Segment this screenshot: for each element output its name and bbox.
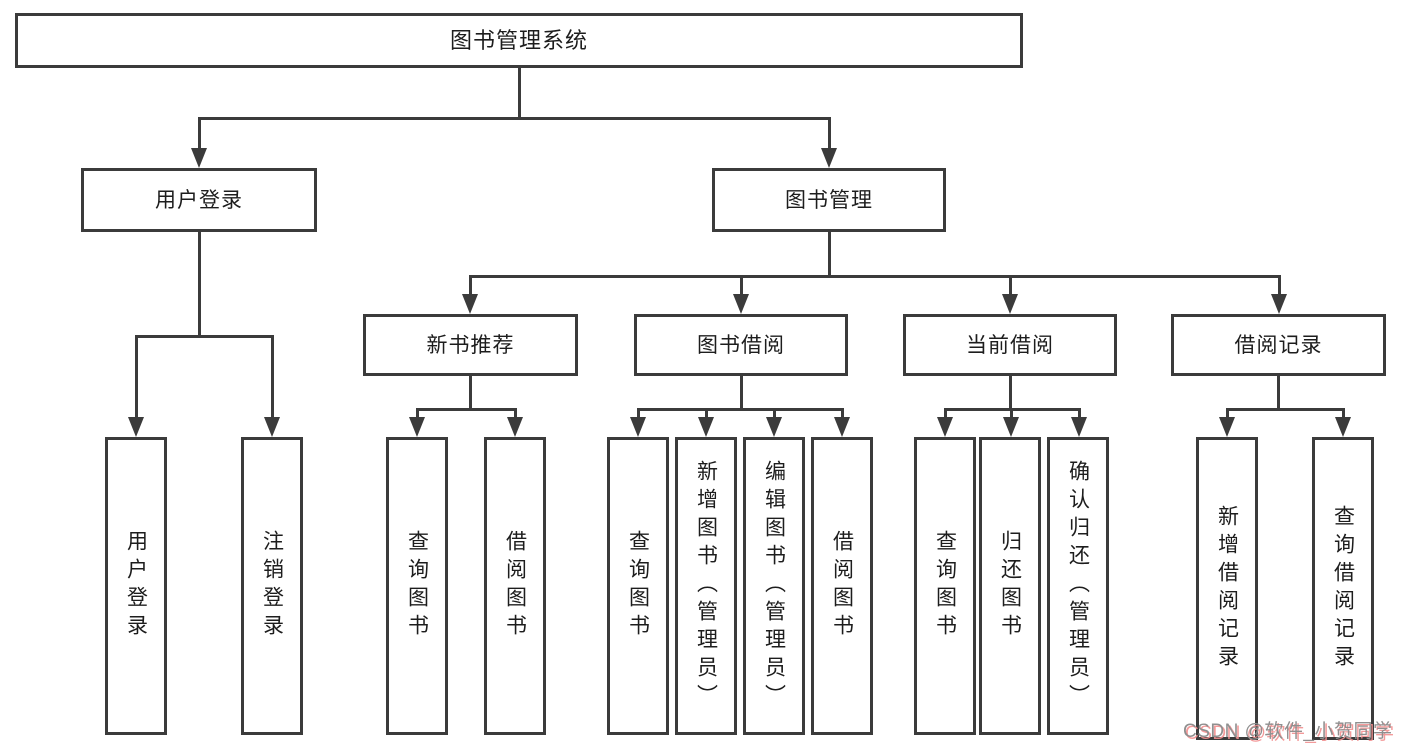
connector-root-stem-management	[827, 117, 831, 148]
connector-borrow-stem-3	[772, 408, 776, 417]
arrow-down-icon	[733, 294, 749, 314]
connector-management-hline	[468, 275, 1281, 278]
connector-borrow-stem-2	[704, 408, 708, 417]
leaf-current-query-book: 查询图书	[914, 437, 976, 735]
leaf-borrow-borrow-book: 借阅图书	[811, 437, 873, 735]
connector-borrow-stem-4	[840, 408, 844, 417]
connector-current-stem-2	[1009, 408, 1013, 417]
leaf-user-login: 用户登录	[105, 437, 167, 735]
node-new-book-recommend: 新书推荐	[363, 314, 578, 376]
node-user-login-label: 用户登录	[155, 188, 243, 212]
connector-borrow-stem-1	[636, 408, 640, 417]
node-current-borrow: 当前借阅	[903, 314, 1117, 376]
leaf-records-query-record-label: 查询借阅记录	[1331, 504, 1355, 673]
connector-borrow-vline	[739, 376, 743, 408]
connector-newbooks-hline	[415, 408, 517, 411]
leaf-current-query-book-label: 查询图书	[933, 530, 957, 642]
leaf-borrow-edit-book-admin-label: 编辑图书（管理员）	[762, 460, 786, 712]
arrow-down-icon	[937, 417, 953, 437]
connector-login-vline	[197, 232, 201, 335]
leaf-borrow-add-book-admin: 新增图书（管理员）	[675, 437, 737, 735]
node-book-borrow-label: 图书借阅	[697, 333, 785, 357]
leaf-newbooks-query-book: 查询图书	[386, 437, 448, 735]
leaf-newbooks-borrow-book: 借阅图书	[484, 437, 546, 735]
arrow-down-icon	[462, 294, 478, 314]
arrow-down-icon	[1003, 417, 1019, 437]
leaf-borrow-edit-book-admin: 编辑图书（管理员）	[743, 437, 805, 735]
connector-management-stem-current	[1008, 275, 1012, 294]
connector-management-stem-records	[1277, 275, 1281, 294]
leaf-current-return-book: 归还图书	[979, 437, 1041, 735]
connector-borrow-hline	[636, 408, 844, 411]
leaf-current-confirm-return-admin: 确认归还（管理员）	[1047, 437, 1109, 735]
connector-login-hline	[134, 335, 274, 338]
connector-root-vline	[517, 68, 521, 117]
connector-records-stem-2	[1341, 408, 1345, 417]
arrow-down-icon	[1002, 294, 1018, 314]
leaf-borrow-add-book-admin-label: 新增图书（管理员）	[694, 460, 718, 712]
node-current-borrow-label: 当前借阅	[966, 333, 1054, 357]
arrow-down-icon	[128, 417, 144, 437]
csdn-watermark: CSDN @软件_小贺同学	[1183, 721, 1393, 742]
leaf-user-login-label: 用户登录	[124, 530, 148, 642]
node-user-login: 用户登录	[81, 168, 317, 232]
connector-management-stem-newbooks	[468, 275, 472, 294]
connector-management-stem-borrow	[739, 275, 743, 294]
arrow-down-icon	[1071, 417, 1087, 437]
arrow-down-icon	[766, 417, 782, 437]
arrow-down-icon	[409, 417, 425, 437]
arrow-down-icon	[834, 417, 850, 437]
connector-current-vline	[1008, 376, 1012, 408]
connector-root-stem-login	[197, 117, 201, 148]
leaf-records-query-record: 查询借阅记录	[1312, 437, 1374, 740]
node-book-management-label: 图书管理	[785, 188, 873, 212]
arrow-down-icon	[264, 417, 280, 437]
connector-login-stem-2	[270, 335, 274, 417]
arrow-down-icon	[821, 148, 837, 168]
node-borrow-records-label: 借阅记录	[1234, 333, 1323, 357]
arrow-down-icon	[698, 417, 714, 437]
node-borrow-records: 借阅记录	[1171, 314, 1386, 376]
node-book-borrow: 图书借阅	[634, 314, 848, 376]
connector-current-stem-3	[1077, 408, 1081, 417]
connector-login-stem-1	[134, 335, 138, 417]
arrow-down-icon	[1219, 417, 1235, 437]
leaf-newbooks-borrow-book-label: 借阅图书	[503, 530, 527, 642]
connector-newbooks-vline	[468, 376, 472, 408]
leaf-borrow-query-book: 查询图书	[607, 437, 669, 735]
node-root-label: 图书管理系统	[449, 27, 588, 53]
connector-current-stem-1	[943, 408, 947, 417]
leaf-records-add-record-label: 新增借阅记录	[1215, 504, 1239, 673]
leaf-borrow-query-book-label: 查询图书	[626, 530, 650, 642]
arrow-down-icon	[1335, 417, 1351, 437]
leaf-logout-label: 注销登录	[260, 530, 284, 642]
leaf-logout: 注销登录	[241, 437, 303, 735]
leaf-newbooks-query-book-label: 查询图书	[405, 530, 429, 642]
arrow-down-icon	[1271, 294, 1287, 314]
arrow-down-icon	[191, 148, 207, 168]
connector-root-hline	[197, 117, 831, 120]
connector-newbooks-stem-1	[415, 408, 419, 417]
leaf-borrow-borrow-book-label: 借阅图书	[830, 530, 854, 642]
arrow-down-icon	[630, 417, 646, 437]
leaf-current-return-book-label: 归还图书	[998, 530, 1022, 642]
connector-records-stem-1	[1225, 408, 1229, 417]
arrow-down-icon	[507, 417, 523, 437]
leaf-records-add-record: 新增借阅记录	[1196, 437, 1258, 740]
connector-records-hline	[1225, 408, 1345, 411]
node-book-management: 图书管理	[712, 168, 946, 232]
connector-newbooks-stem-2	[513, 408, 517, 417]
connector-records-vline	[1276, 376, 1280, 408]
leaf-current-confirm-return-admin-label: 确认归还（管理员）	[1066, 460, 1090, 712]
connector-management-vline	[827, 232, 831, 275]
node-root-library-system: 图书管理系统	[15, 13, 1023, 68]
node-new-book-recommend-label: 新书推荐	[426, 333, 515, 357]
